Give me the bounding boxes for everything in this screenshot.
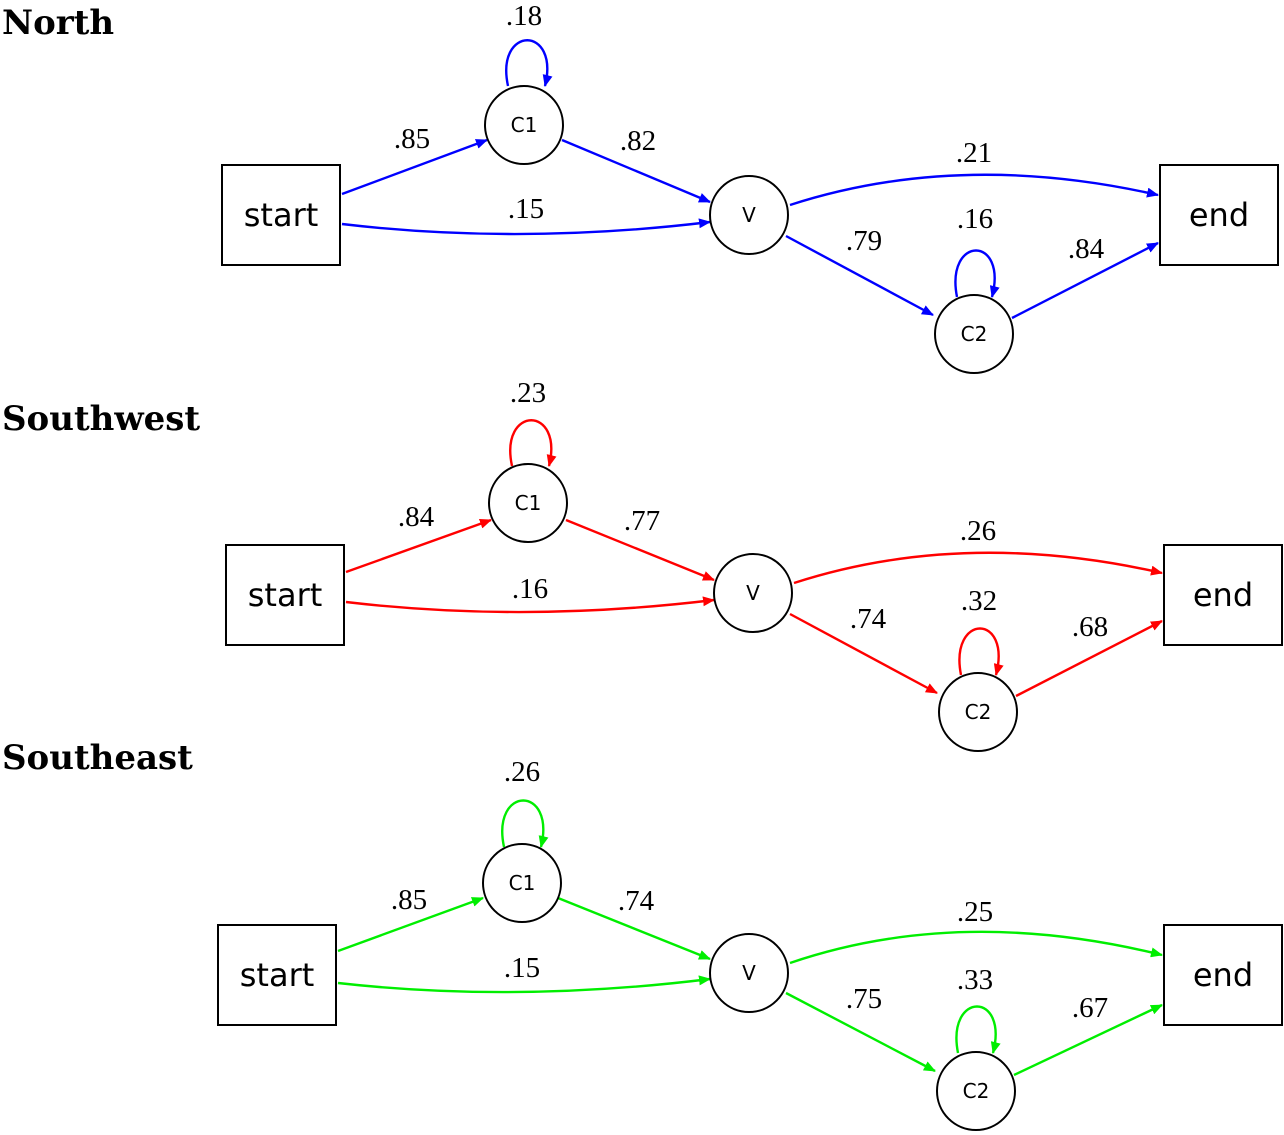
panel-southwest: Southwest .23 .84 .77 .26 .16 .32 .74 .6… (0, 377, 1284, 753)
node-c1 (482, 843, 562, 923)
edge-label-start-c1: .85 (394, 123, 430, 155)
node-end-label: end (1193, 576, 1253, 614)
edge-label-c1-v: .74 (618, 885, 655, 917)
node-v-label: V (746, 581, 760, 605)
edge-start-v (337, 975, 711, 994)
node-c1-label: C1 (509, 871, 536, 895)
node-v (709, 175, 789, 255)
edge-label-c2-end: .84 (1068, 233, 1105, 265)
node-c1 (488, 463, 568, 543)
edge-label-v-c2: .75 (846, 983, 882, 1015)
edge-c2-self (955, 1005, 1001, 1054)
edge-label-c1-v: .82 (620, 125, 656, 157)
state-diagram-north: North .18 .85 .82 .21 .15 .16 .79 .84 st… (2, 0, 1279, 374)
edge-v-c2 (785, 234, 934, 317)
edge-label-start-v: .15 (504, 952, 540, 984)
edge-label-v-end: .21 (956, 137, 992, 169)
edge-label-v-end: .25 (957, 896, 993, 928)
edge-label-start-c1: .84 (398, 501, 435, 533)
edge-c1-v (557, 896, 711, 961)
edge-label-c1-self: .26 (504, 756, 540, 788)
node-start (225, 544, 345, 646)
edge-label-c2-self: .33 (957, 964, 993, 996)
edge-label-c1-self: .23 (510, 377, 546, 409)
region-title: Southeast (2, 738, 193, 778)
edge-start-c1 (337, 896, 484, 953)
edge-v-end (793, 551, 1163, 585)
node-v-label: V (742, 961, 756, 985)
edge-c1-self (505, 39, 553, 87)
node-end (1159, 164, 1279, 266)
node-c2-label: C2 (961, 322, 988, 346)
edge-label-v-c2: .74 (850, 603, 887, 635)
node-start-label: start (248, 576, 323, 614)
node-end-label: end (1189, 196, 1249, 234)
edge-label-start-c1: .85 (391, 884, 427, 916)
state-diagram-southwest: Southwest .23 .84 .77 .26 .16 .32 .74 .6… (2, 377, 1283, 752)
node-c1-label: C1 (511, 113, 538, 137)
edge-c2-end (1011, 241, 1159, 320)
node-start (217, 924, 337, 1026)
edge-label-c1-self: .18 (506, 0, 542, 32)
node-end-label: end (1193, 956, 1253, 994)
state-diagram-southeast: Southeast .26 .85 .74 .25 .15 .33 .75 .6… (2, 738, 1283, 1131)
edge-label-start-v: .15 (508, 193, 544, 225)
node-c2-label: C2 (965, 700, 992, 724)
node-start-label: start (244, 196, 319, 234)
edge-c1-self (509, 419, 557, 467)
edge-c1-self (501, 799, 549, 848)
edge-c2-end (1013, 1003, 1163, 1077)
edge-start-v (345, 596, 715, 614)
edge-start-c1 (341, 138, 488, 196)
node-v (709, 933, 789, 1013)
region-title: Southwest (2, 399, 200, 439)
edge-label-c2-self: .32 (961, 585, 997, 617)
edge-v-end (789, 930, 1163, 965)
edge-v-end (789, 173, 1159, 207)
edge-label-c2-self: .16 (957, 203, 993, 235)
node-c2 (938, 672, 1018, 752)
node-v-label: V (742, 203, 756, 227)
edge-label-v-end: .26 (960, 515, 996, 547)
edge-c1-v (565, 518, 715, 582)
edge-label-c2-end: .68 (1072, 611, 1108, 643)
edge-c2-self (958, 627, 1004, 676)
edge-label-c2-end: .67 (1072, 992, 1108, 1024)
edge-c2-self (954, 249, 1000, 298)
node-c1-label: C1 (515, 491, 542, 515)
edge-label-start-v: .16 (512, 573, 548, 605)
edge-start-v (341, 218, 711, 236)
edge-label-v-c2: .79 (846, 225, 882, 257)
region-title: North (2, 3, 114, 43)
edge-start-c1 (345, 518, 492, 574)
node-c1 (484, 85, 564, 165)
edge-v-c2 (785, 991, 936, 1073)
edge-label-c1-v: .77 (624, 505, 660, 537)
node-end (1163, 924, 1283, 1026)
node-c2-label: C2 (963, 1079, 990, 1103)
node-v (713, 553, 793, 633)
panel-north: North .18 .85 .82 .21 .15 .16 .79 .84 st… (0, 0, 1284, 375)
panel-southeast: Southeast .26 .85 .74 .25 .15 .33 .75 .6… (0, 738, 1284, 1135)
node-start-label: start (240, 956, 315, 994)
node-c2 (934, 294, 1014, 374)
edge-c2-end (1015, 619, 1163, 698)
edge-c1-v (561, 138, 711, 204)
node-start (221, 164, 341, 266)
edge-v-c2 (789, 612, 938, 695)
node-end (1163, 544, 1283, 646)
node-c2 (936, 1051, 1016, 1131)
